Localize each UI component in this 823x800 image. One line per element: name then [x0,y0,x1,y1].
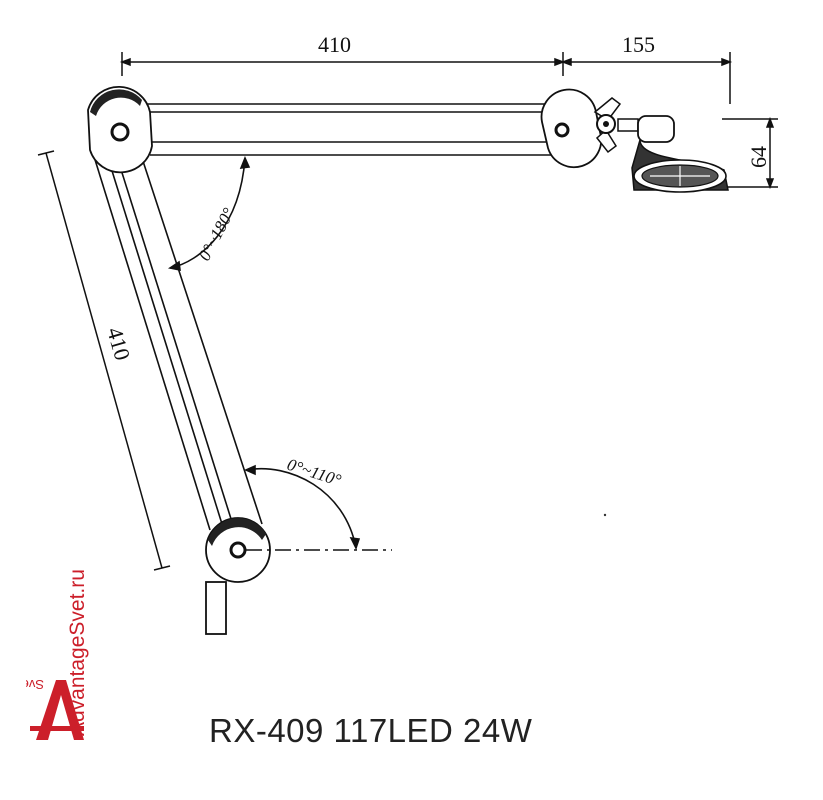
head-joint [540,88,639,169]
upper-angle-label: 0°~180° [195,205,239,264]
top-dimension [119,52,733,104]
lower-arm-dimension [37,150,171,571]
product-caption: RX-409 117LED 24W [209,712,533,749]
watermark-text: AdvantageSvet.ru [66,569,89,736]
upper-arm-length-label: 410 [318,32,351,57]
lower-arm [91,149,263,531]
elbow-joint [87,85,153,174]
head-offset-label: 155 [622,32,655,57]
watermark-subtext: Svet [26,677,44,692]
speck [603,513,607,517]
logo-mark: AdvantageSvet.ru Svet [26,569,89,740]
lower-arm-length-label: 410 [102,324,135,363]
head-height-dimension [722,116,778,190]
head-height-label: 64 [746,146,771,168]
upper-angle-arc [167,155,251,272]
base-joint [205,517,271,635]
lamp-head [631,115,729,193]
watermark-logo: AdvantageSvet.ru Svet [26,490,96,750]
lower-angle-arc [244,464,361,551]
upper-arm [145,103,560,156]
